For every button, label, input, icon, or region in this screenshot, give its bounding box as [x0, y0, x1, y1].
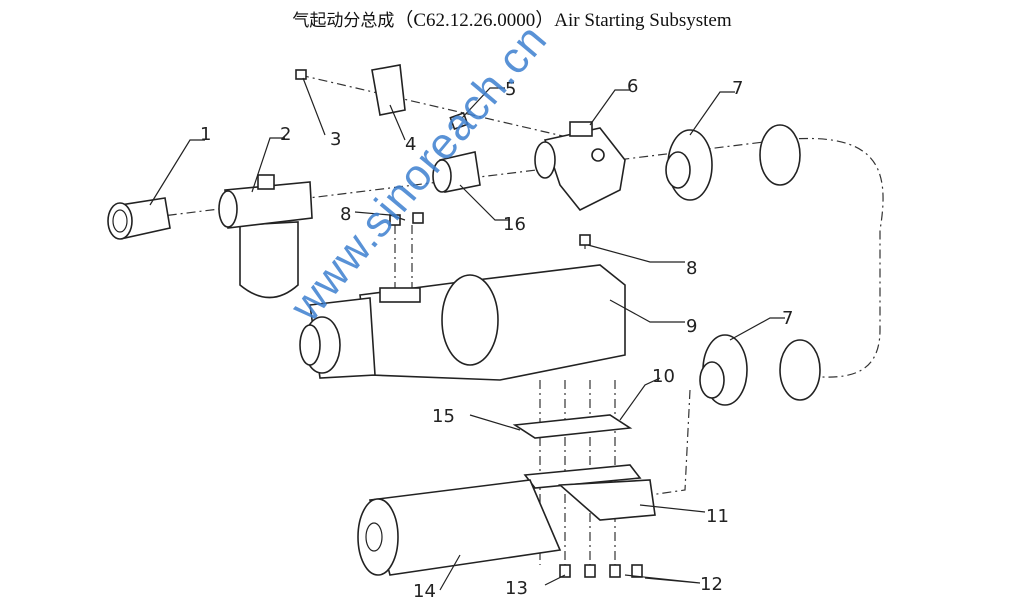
- part-7-flange-upper: [665, 124, 801, 201]
- callout-13: 13: [505, 578, 528, 599]
- callout-6: 6: [627, 76, 638, 97]
- part-12-bolts: [609, 564, 643, 578]
- pipe-line: [779, 137, 884, 378]
- title-code: （C62.12.26.0000）: [394, 10, 555, 31]
- callout-5: 5: [505, 79, 516, 100]
- part-6-valve-body: [534, 121, 626, 212]
- part-1-sleeve: [107, 197, 171, 240]
- part-16-nipple: [432, 151, 481, 193]
- callout-10: 10: [652, 366, 675, 387]
- part-11-elbow: [557, 479, 656, 521]
- callout-4: 4: [405, 134, 416, 155]
- callout-12: 12: [700, 574, 723, 595]
- part-13-bolts: [559, 564, 596, 578]
- callout-7-lower: 7: [782, 308, 793, 329]
- callout-3: 3: [330, 129, 341, 150]
- callout-15: 15: [432, 406, 455, 427]
- part-14-muffler: [357, 479, 562, 576]
- callout-1: 1: [200, 124, 211, 145]
- callout-16: 16: [503, 214, 526, 235]
- callout-2: 2: [280, 124, 291, 145]
- callout-11: 11: [706, 506, 729, 527]
- callout-14: 14: [413, 581, 436, 602]
- title-chinese: 气起动分总成: [292, 11, 395, 31]
- part-9-air-starter: [299, 264, 626, 381]
- pipe-line: [649, 389, 691, 496]
- callout-8-right: 8: [686, 258, 697, 279]
- callout-9: 9: [686, 316, 697, 337]
- callout-7-upper: 7: [732, 78, 743, 99]
- part-3-plug: [295, 69, 307, 80]
- part-8-nut: [579, 234, 591, 246]
- part-8-nut: [389, 214, 401, 226]
- part-2-filter: [218, 174, 313, 299]
- part-15-gasket: [512, 414, 633, 439]
- callout-8-left: 8: [340, 204, 351, 225]
- title-english: Air Starting Subsystem: [554, 10, 732, 31]
- part-7-flange-lower: [699, 334, 821, 406]
- part-4-valve: [371, 64, 406, 116]
- diagram-title: 气起动分总成（C62.12.26.0000）Air Starting Subsy…: [0, 5, 1024, 32]
- part-8-nut: [412, 212, 424, 224]
